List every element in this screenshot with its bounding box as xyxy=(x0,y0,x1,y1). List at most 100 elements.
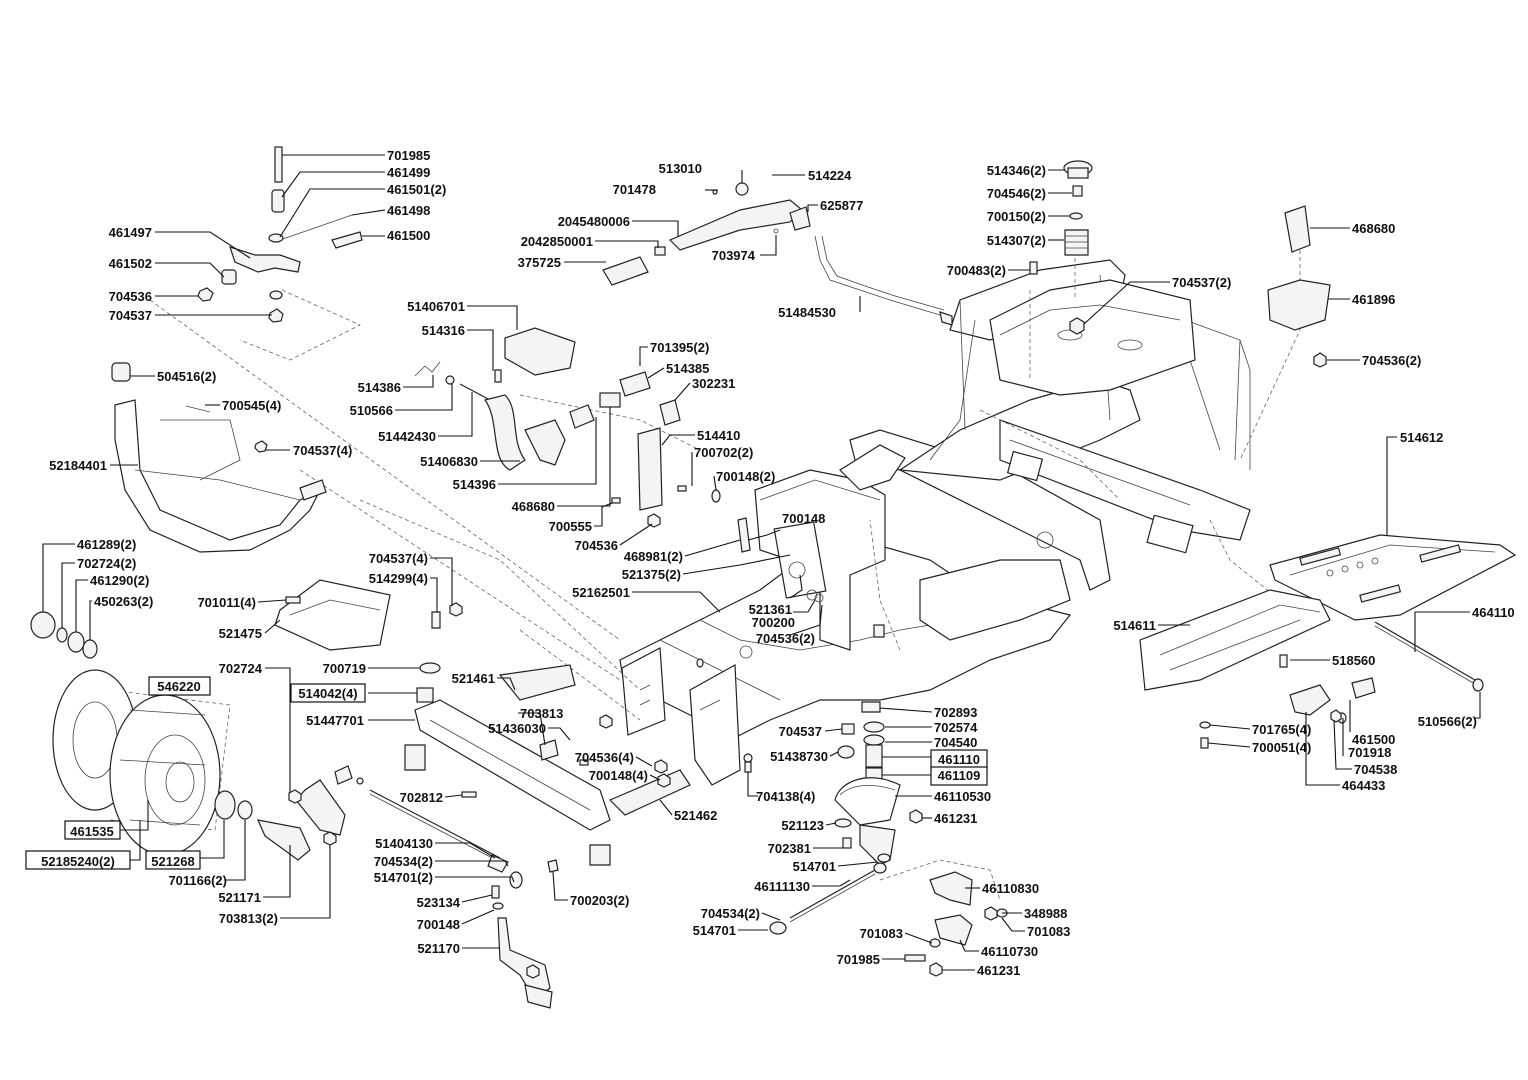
part-label: 546220 xyxy=(157,679,200,694)
part-label: 701166(2) xyxy=(168,873,227,888)
boxed-label-frames xyxy=(25,676,988,870)
part-label: 700545(4) xyxy=(222,398,281,413)
part-label: 461110 xyxy=(938,752,980,767)
part-label: 461535 xyxy=(70,824,113,839)
part-label: 51406830 xyxy=(420,454,478,469)
part-label: 701985 xyxy=(387,148,430,163)
part-label: 704540 xyxy=(934,735,977,750)
part-label: 521123 xyxy=(781,818,824,833)
part-label: 702724 xyxy=(219,661,263,676)
part-label: 461109 xyxy=(938,768,981,783)
part-label: 704536 xyxy=(575,538,618,553)
part-label: 702893 xyxy=(934,705,977,720)
part-label: 461501(2) xyxy=(387,182,446,197)
part-label: 700702(2) xyxy=(694,445,753,460)
part-label: 704534(2) xyxy=(374,854,433,869)
part-label: 375725 xyxy=(518,255,561,270)
part-label: 514385 xyxy=(666,361,709,376)
part-label: 518560 xyxy=(1332,653,1375,668)
part-label: 514299(4) xyxy=(369,571,428,586)
part-label: 2042850001 xyxy=(521,234,593,249)
part-label: 521170 xyxy=(417,941,460,956)
part-label: 514701 xyxy=(793,859,836,874)
part-label: 704538 xyxy=(1354,762,1397,777)
part-label: 348988 xyxy=(1024,906,1067,921)
part-label: 51436030 xyxy=(488,721,546,736)
part-label: 704537(2) xyxy=(1172,275,1231,290)
part-label: 704537(4) xyxy=(369,551,428,566)
part-label: 46110830 xyxy=(982,881,1039,896)
part-label: 702574 xyxy=(934,720,978,735)
part-label: 510566(2) xyxy=(1418,714,1477,729)
part-label: 701083 xyxy=(1027,924,1070,939)
part-label: 513010 xyxy=(659,161,702,176)
part-label: 461896 xyxy=(1352,292,1395,307)
part-label: 521268 xyxy=(151,854,194,869)
part-label: 450263(2) xyxy=(94,594,153,609)
part-label: 701395(2) xyxy=(650,340,709,355)
part-label: 514316 xyxy=(422,323,465,338)
part-label: 46110530 xyxy=(934,789,991,804)
part-label: 514346(2) xyxy=(987,163,1046,178)
part-label: 302231 xyxy=(692,376,735,391)
part-label: 461502 xyxy=(109,256,152,271)
part-label: 464110 xyxy=(1472,605,1515,620)
part-label: 701478 xyxy=(613,182,656,197)
part-label: 51404130 xyxy=(375,836,433,851)
part-label: 701083 xyxy=(860,926,903,941)
part-label: 461231 xyxy=(934,811,977,826)
part-label: 468680 xyxy=(1352,221,1395,236)
part-label: 510566 xyxy=(350,403,393,418)
part-label: 703813 xyxy=(520,706,563,721)
part-label: 46111130 xyxy=(754,879,810,894)
part-label: 521375(2) xyxy=(622,567,681,582)
part-label: 704537 xyxy=(109,308,152,323)
part-label: 703813(2) xyxy=(219,911,278,926)
part-label: 514386 xyxy=(358,380,401,395)
part-label: 461231 xyxy=(977,963,1020,978)
part-label: 700148 xyxy=(417,917,460,932)
part-label: 514307(2) xyxy=(987,233,1046,248)
part-label: 52185240(2) xyxy=(41,854,115,869)
part-label: 461290(2) xyxy=(90,573,149,588)
part-label: 704546(2) xyxy=(987,186,1046,201)
part-label: 514396 xyxy=(453,477,496,492)
part-label: 700483(2) xyxy=(947,263,1006,278)
part-label: 461289(2) xyxy=(77,537,136,552)
part-label: 704138(4) xyxy=(756,789,815,804)
part-label: 703974 xyxy=(712,248,756,263)
part-label: 700555 xyxy=(549,519,592,534)
part-label: 461499 xyxy=(387,165,430,180)
part-label: 700719 xyxy=(323,661,366,676)
part-label: 700148 xyxy=(782,511,825,526)
part-label: 625877 xyxy=(820,198,863,213)
part-label: 704536 xyxy=(109,289,152,304)
part-label: 701765(4) xyxy=(1252,722,1311,737)
part-label: 514410 xyxy=(697,428,740,443)
part-label: 52162501 xyxy=(572,585,630,600)
part-label: 700148(2) xyxy=(716,469,775,484)
part-label: 2045480006 xyxy=(558,214,630,229)
part-label: 514611 xyxy=(1113,618,1156,633)
part-label: 704537 xyxy=(779,724,822,739)
part-label: 704537(4) xyxy=(293,443,352,458)
part-label: 701011(4) xyxy=(197,595,256,610)
part-label: 464433 xyxy=(1342,778,1385,793)
part-label: 523134 xyxy=(417,895,461,910)
part-label: 51406701 xyxy=(407,299,465,314)
part-label: 704536(2) xyxy=(756,631,815,646)
part-label: 700200 xyxy=(752,615,795,630)
part-label: 51438730 xyxy=(770,749,828,764)
part-label: 700203(2) xyxy=(570,893,629,908)
part-label: 700051(4) xyxy=(1252,740,1311,755)
part-label: 701985 xyxy=(837,952,880,967)
part-label: 521462 xyxy=(674,808,717,823)
part-label: 461500 xyxy=(1352,732,1395,747)
part-label: 504516(2) xyxy=(157,369,216,384)
part-label: 51447701 xyxy=(306,713,364,728)
part-label: 461498 xyxy=(387,203,430,218)
part-label: 701918 xyxy=(1348,745,1391,760)
part-label: 468680 xyxy=(512,499,555,514)
